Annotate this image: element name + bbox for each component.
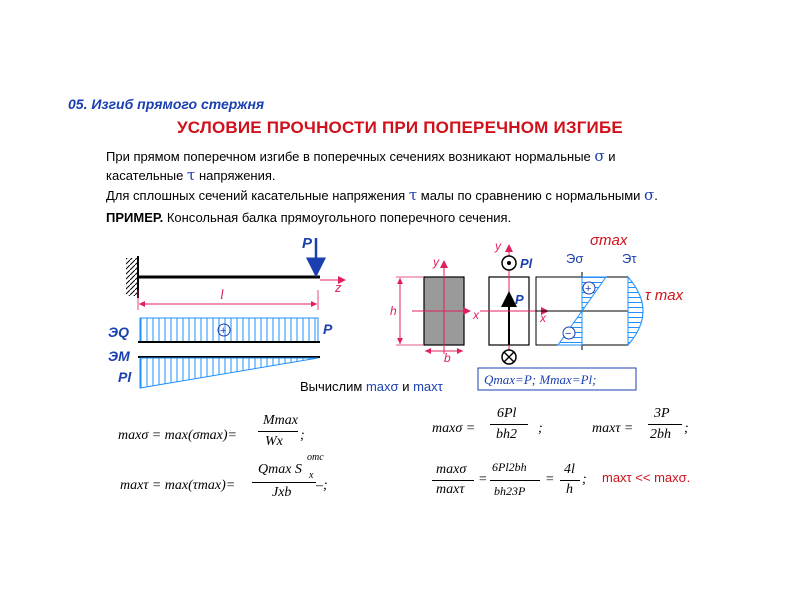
fraction-bar-1 — [258, 431, 298, 432]
fraction-bar-5 — [432, 480, 474, 481]
z-axis-label: z — [334, 280, 342, 295]
moment-dot — [507, 261, 511, 265]
sigma-plus: + — [585, 283, 591, 295]
calc-max-sigma: maxσ — [365, 379, 399, 394]
shear-sign: + — [220, 325, 226, 337]
tau-symbol-2: τ — [408, 186, 418, 204]
cross-line-2 — [503, 351, 515, 363]
paragraph-2: Для сплошных сечений касательные напряже… — [106, 186, 658, 204]
section-y-arrow — [440, 260, 448, 268]
stress-distribution: y Pl P x + − σmax Эσ Эτ τ max Qmax=P; Mm… — [477, 232, 684, 391]
tau-diagram-label: Эτ — [622, 251, 637, 266]
p2-text-a: Для сплошных сечений касательные напряже… — [106, 188, 406, 203]
sigma-symbol: σ — [594, 147, 605, 165]
calc-text: Вычислим — [300, 379, 363, 394]
page-title: УСЛОВИЕ ПРОЧНОСТИ ПРИ ПОПЕРЕЧНОМ ИЗГИБЕ — [177, 118, 623, 137]
calculate-line: Вычислим maxσ и maxτ — [300, 379, 443, 394]
formula-max-tau-den: Jxb — [272, 485, 292, 500]
sigma-max-label: σmax — [590, 232, 628, 249]
formula-max-sigma-value-den: bh2 — [496, 427, 517, 442]
p1-text-2b: напряжения. — [198, 168, 276, 183]
formula-max-tau-value-den: 2bh — [650, 427, 671, 442]
fixed-support — [126, 258, 138, 296]
tau-max-label: τ max — [645, 287, 684, 304]
paragraph-1-line-2: касательные τ напряжения. — [106, 166, 276, 184]
qm-box-text: Qmax=P; Mmax=Pl; — [484, 372, 596, 387]
ratio-result-den: h — [566, 482, 573, 497]
formula-max-tau-sub: x — [309, 470, 314, 481]
ratio-expanded-den: bh23P — [494, 484, 526, 498]
length-label: l — [220, 288, 224, 303]
load-label: P — [302, 235, 313, 252]
shear-force-label: P — [515, 292, 524, 307]
fraction-bar-4 — [648, 424, 682, 425]
p1-text-2a: касательные — [106, 168, 184, 183]
formula-max-sigma-value-num: 6Pl — [497, 406, 517, 421]
formula-max-sigma-value-lhs: maxσ = — [432, 421, 476, 436]
sigma-symbol-2: σ — [644, 186, 655, 204]
example-label: ПРИМЕР. — [106, 210, 164, 225]
ratio-numerator: maxσ — [436, 462, 467, 477]
formula-max-sigma-num: Mmax — [263, 413, 298, 428]
moment-label: ЭМ — [108, 348, 130, 364]
formula-max-sigma-lhs: maxσ = max(σmax)= — [118, 428, 237, 443]
ratio-result-num: 4l — [564, 462, 575, 477]
width-label: b — [444, 351, 451, 365]
tau-parabola — [627, 275, 644, 347]
cross-section: y x h b — [390, 255, 480, 365]
moment-value: Pl — [118, 369, 132, 385]
sigma-minus: − — [565, 328, 571, 340]
p1-and: и — [608, 149, 616, 164]
fraction-bar-6 — [490, 480, 540, 481]
shear-diagram — [139, 317, 319, 343]
fraction-bar-3 — [490, 424, 528, 425]
shear-label: ЭQ — [108, 324, 129, 340]
fraction-bar-7 — [560, 480, 580, 481]
p2-text-b: малы по сравнению с нормальными — [420, 188, 641, 203]
qm-box — [477, 367, 637, 391]
section-y-label: y — [432, 255, 440, 269]
ratio-equals: = — [478, 472, 488, 487]
formula-max-sigma-den: Wx — [265, 434, 283, 449]
formula-max-tau-num: Qmax S — [258, 462, 302, 477]
sigma-minus-circle — [562, 326, 576, 340]
moment-diagram — [139, 357, 319, 389]
moment-symbol-label: Pl — [520, 256, 533, 271]
formula-max-tau-end: –; — [316, 478, 328, 493]
height-label: h — [390, 304, 397, 318]
formula-max-sigma-end: ; — [300, 428, 305, 443]
conclusion-text: maxτ << maxσ. — [602, 470, 691, 485]
section-x-label: x — [472, 308, 480, 322]
tau-symbol: τ — [187, 166, 196, 184]
shear-plus-circle — [217, 323, 231, 337]
sigma-plus-circle — [582, 281, 596, 295]
stress-y-label: y — [494, 239, 502, 253]
example-text: Консольная балка прямоугольного поперечн… — [166, 210, 512, 225]
example-line: ПРИМЕР. Консольная балка прямоугольного … — [106, 210, 511, 225]
formula-max-tau-value-num: 3P — [654, 406, 670, 421]
ratio-expanded-num: 6Pl2bh — [492, 460, 527, 474]
calc-max-tau: maxτ — [413, 379, 443, 394]
ratio-denominator: maxτ — [436, 482, 465, 497]
section-label: 05. Изгиб прямого стержня — [68, 96, 265, 112]
formula-max-tau-lhs: maxτ = max(τmax)= — [120, 478, 236, 493]
formula-max-tau-sup: отс — [307, 452, 324, 463]
formula-max-sigma-value-end: ; — [538, 421, 543, 436]
ratio-end: ; — [582, 472, 587, 487]
calc-and: и — [402, 379, 410, 394]
stress-y-arrow — [505, 244, 513, 252]
paragraph-1-line-1: При прямом поперечном изгибе в поперечны… — [106, 147, 616, 165]
sigma-diagram-label: Эσ — [566, 251, 583, 266]
p2-period: . — [654, 188, 658, 203]
fraction-bar-2 — [252, 482, 316, 483]
ratio-equals-2: = — [545, 472, 555, 487]
formula-max-tau-value-lhs: maxτ = — [592, 421, 634, 436]
formula-max-tau-value-end: ; — [684, 421, 689, 436]
p1-text: При прямом поперечном изгибе в поперечны… — [106, 149, 591, 164]
cantilever-beam: z P l + ЭQ P ЭМ Pl — [108, 235, 346, 389]
stress-x-label: x — [539, 311, 547, 325]
shear-value: P — [323, 321, 333, 337]
